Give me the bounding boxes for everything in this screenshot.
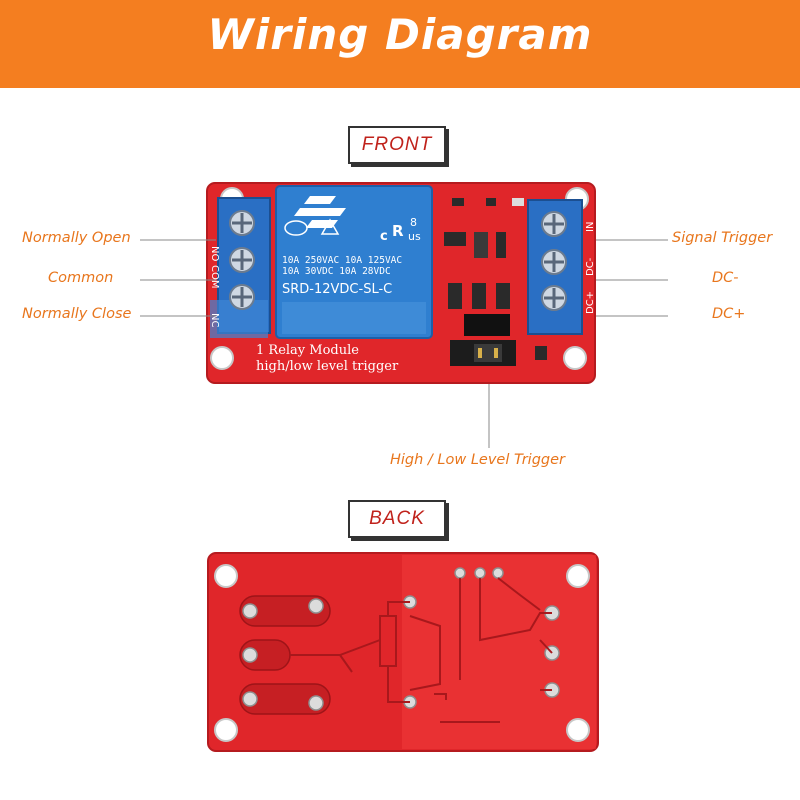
callout-lines <box>140 239 668 448</box>
callout-dc-plus: DC+ <box>712 306 746 322</box>
smd-components <box>444 198 547 360</box>
right-terminal-block <box>527 199 583 335</box>
cert-marks-icon: c R us 8 <box>284 216 421 244</box>
pin-label-no: NO <box>209 246 220 261</box>
pin-label-nc: NC <box>209 313 220 327</box>
relay-pads <box>239 595 331 715</box>
pcb-traces <box>290 577 553 723</box>
front-board: NO COM NC c R us 8 10A 250VAC 10A 125VAC… <box>206 182 596 384</box>
relay-component: c R us 8 10A 250VAC 10A 125VAC 10A 30VDC… <box>275 185 433 339</box>
relay-rating-line-2: 10A 30VDC 10A 28VDC <box>282 266 391 277</box>
module-label-line-1: 1 Relay Module <box>256 343 359 358</box>
header-banner: Wiring Diagram <box>0 0 800 88</box>
solder-joints <box>242 567 560 711</box>
svg-text:8: 8 <box>410 216 417 229</box>
callout-signal-trigger: Signal Trigger <box>672 230 773 246</box>
callout-common: Common <box>48 270 114 286</box>
front-tag: FRONT <box>348 126 446 164</box>
svg-text:c: c <box>380 229 388 244</box>
module-label-line-2: high/low level trigger <box>256 359 399 374</box>
back-tag-label: BACK <box>369 508 425 529</box>
svg-text:us: us <box>408 230 421 243</box>
pin-label-dc-minus: DC- <box>585 257 596 276</box>
pin-label-com: COM <box>209 265 220 288</box>
relay-logo-icon <box>294 196 346 228</box>
callout-dc-minus: DC- <box>712 270 739 286</box>
trigger-jumper <box>450 314 516 366</box>
left-terminal-block <box>210 197 271 338</box>
relay-model: SRD-12VDC-SL-C <box>282 282 392 297</box>
svg-text:R: R <box>392 222 404 240</box>
pin-label-dc-plus: DC+ <box>585 291 596 314</box>
page-title: Wiring Diagram <box>207 10 593 59</box>
back-tag: BACK <box>348 500 446 538</box>
callout-normally-close: Normally Close <box>22 306 132 322</box>
callout-normally-open: Normally Open <box>22 230 131 246</box>
callout-level-trigger: High / Low Level Trigger <box>390 452 565 468</box>
relay-rating-line-1: 10A 250VAC 10A 125VAC <box>282 255 402 266</box>
back-board <box>207 552 599 752</box>
front-tag-label: FRONT <box>361 134 433 155</box>
pin-label-in: IN <box>585 222 596 232</box>
mounting-holes-back <box>214 564 590 742</box>
